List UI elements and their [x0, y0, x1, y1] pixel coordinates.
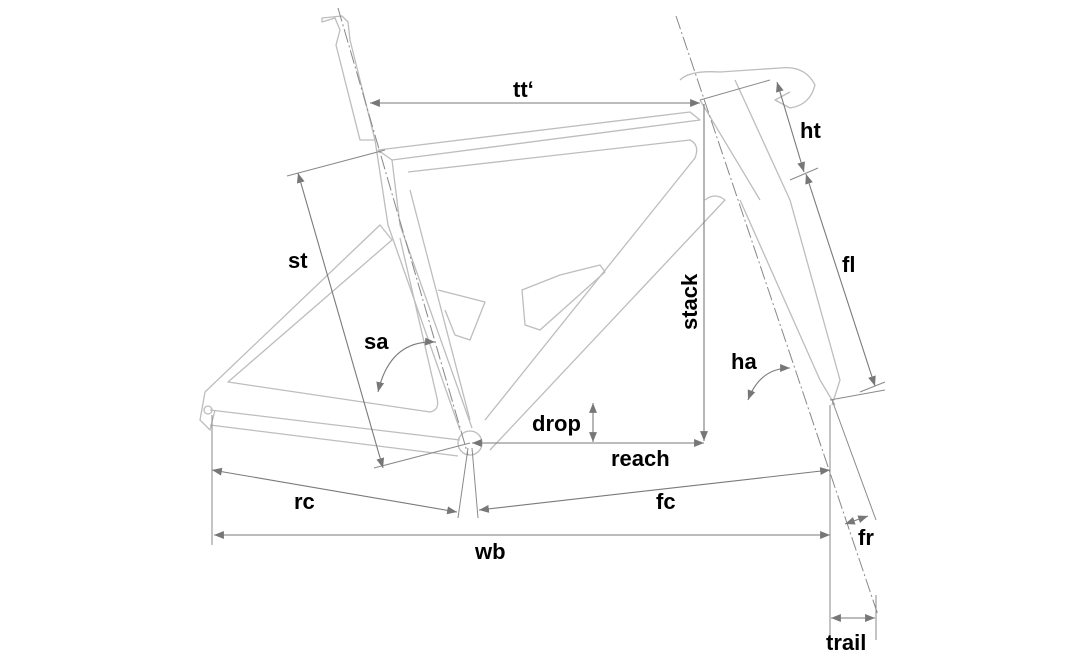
ht-dimension	[776, 81, 805, 173]
down-tube	[489, 195, 726, 451]
ha-arc	[747, 364, 791, 401]
head-tube-axis	[675, 15, 879, 616]
rc-dimension	[211, 467, 458, 515]
fl-dimension	[805, 173, 876, 387]
seat-tube-axis	[337, 7, 469, 456]
ht-label: ht	[800, 118, 821, 143]
sa-arc	[376, 337, 436, 393]
st-dimension	[296, 172, 385, 469]
seatpost	[321, 15, 376, 141]
trail-label: trail	[826, 630, 866, 655]
chain-stay	[199, 391, 461, 457]
ha-label: ha	[731, 349, 757, 374]
fr-dimension	[844, 515, 869, 525]
reach-label: reach	[611, 446, 670, 471]
wb-label: wb	[474, 539, 506, 564]
seat-tube	[374, 139, 473, 431]
top-tube	[377, 111, 701, 161]
tt-label: tt‘	[513, 77, 534, 102]
main-triangle	[407, 139, 698, 421]
sa-label: sa	[364, 329, 389, 354]
bottle-cage-seat	[437, 289, 486, 341]
fr-label: fr	[858, 525, 874, 550]
st-label: st	[288, 248, 308, 273]
stack-label: stack	[677, 273, 702, 330]
drop-label: drop	[532, 411, 581, 436]
fl-label: fl	[842, 252, 855, 277]
fc-dimension	[478, 467, 831, 513]
bottle-cage-down	[521, 264, 606, 331]
frame-outline	[199, 15, 841, 457]
rc-label: rc	[294, 489, 315, 514]
extension-lines	[211, 79, 886, 640]
rear-dropout	[203, 405, 213, 415]
fc-label: fc	[656, 489, 676, 514]
